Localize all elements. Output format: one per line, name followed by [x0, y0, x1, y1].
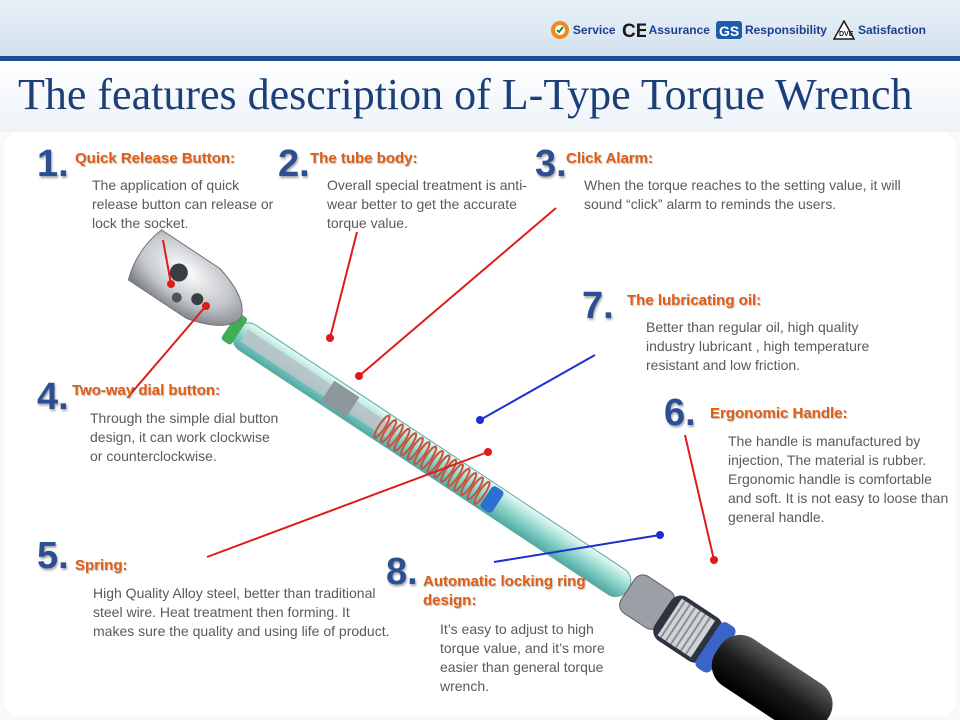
feature-4-heading: Two-way dial button: — [72, 382, 221, 399]
feature-3-number: 3. — [535, 143, 567, 185]
feature-5-heading: Spring: — [75, 557, 128, 574]
badge-label: Satisfaction — [857, 23, 926, 37]
feature-8-number: 8. — [386, 551, 418, 593]
top-banner: Service CE Assurance GS Responsibility D… — [0, 0, 960, 56]
feature-6-heading: Ergonomic Handle: — [710, 405, 848, 422]
feature-8-heading: Automatic locking ring design: — [423, 573, 586, 609]
sgs-icon — [550, 21, 569, 39]
feature-3-heading: Click Alarm: — [566, 150, 653, 167]
feature-2-heading: The tube body: — [310, 150, 418, 167]
feature-6-description: The handle is manufactured by injection,… — [728, 433, 949, 525]
feature-6-number: 6. — [664, 392, 696, 434]
feature-7-heading: The lubricating oil: — [627, 292, 762, 309]
badge-label: Responsibility — [744, 23, 827, 37]
dve-icon: DVE — [832, 20, 855, 40]
wrench-head — [127, 229, 243, 326]
gs-icon: GS — [715, 21, 742, 39]
svg-text:GS: GS — [719, 23, 739, 39]
svg-text:CE: CE — [622, 21, 646, 40]
badge-responsibility: GS Responsibility — [715, 20, 827, 40]
ce-icon: CE — [622, 21, 646, 40]
badge-label: Service — [572, 23, 616, 37]
feature-2-description: Overall special treatment is anti-wear b… — [327, 177, 527, 231]
feature-3-description: When the torque reaches to the setting v… — [584, 177, 901, 212]
feature-5-description: High Quality Alloy steel, better than tr… — [93, 585, 390, 639]
feature-1-heading: Quick Release Button: — [75, 150, 236, 167]
feature-5-number: 5. — [37, 535, 69, 577]
pointer-dots — [167, 280, 718, 564]
feature-8-description: It’s easy to adjust to high torque value… — [440, 621, 605, 694]
page-title: The features description of L-Type Torqu… — [18, 70, 913, 119]
feature-7-description: Better than regular oil, high quality in… — [646, 319, 870, 373]
feature-1-number: 1. — [37, 143, 69, 185]
badge-assurance: CE Assurance — [622, 20, 710, 40]
feature-2-number: 2. — [278, 143, 310, 185]
badge-satisfaction: DVE Satisfaction — [832, 20, 926, 40]
badge-service: Service — [550, 20, 616, 40]
feature-4-number: 4. — [37, 376, 69, 418]
feature-4-description: Through the simple dial button design, i… — [90, 410, 279, 464]
wrench-body — [221, 313, 833, 720]
svg-text:DVE: DVE — [839, 31, 854, 38]
pointer-lines — [127, 207, 715, 563]
feature-1-description: The application of quick release button … — [92, 177, 274, 231]
title-bar: The features description of L-Type Torqu… — [0, 56, 960, 132]
badge-label: Assurance — [648, 23, 710, 37]
certification-badges: Service CE Assurance GS Responsibility D… — [550, 20, 926, 40]
feature-7-number: 7. — [582, 285, 614, 327]
locking-ring — [653, 595, 736, 673]
